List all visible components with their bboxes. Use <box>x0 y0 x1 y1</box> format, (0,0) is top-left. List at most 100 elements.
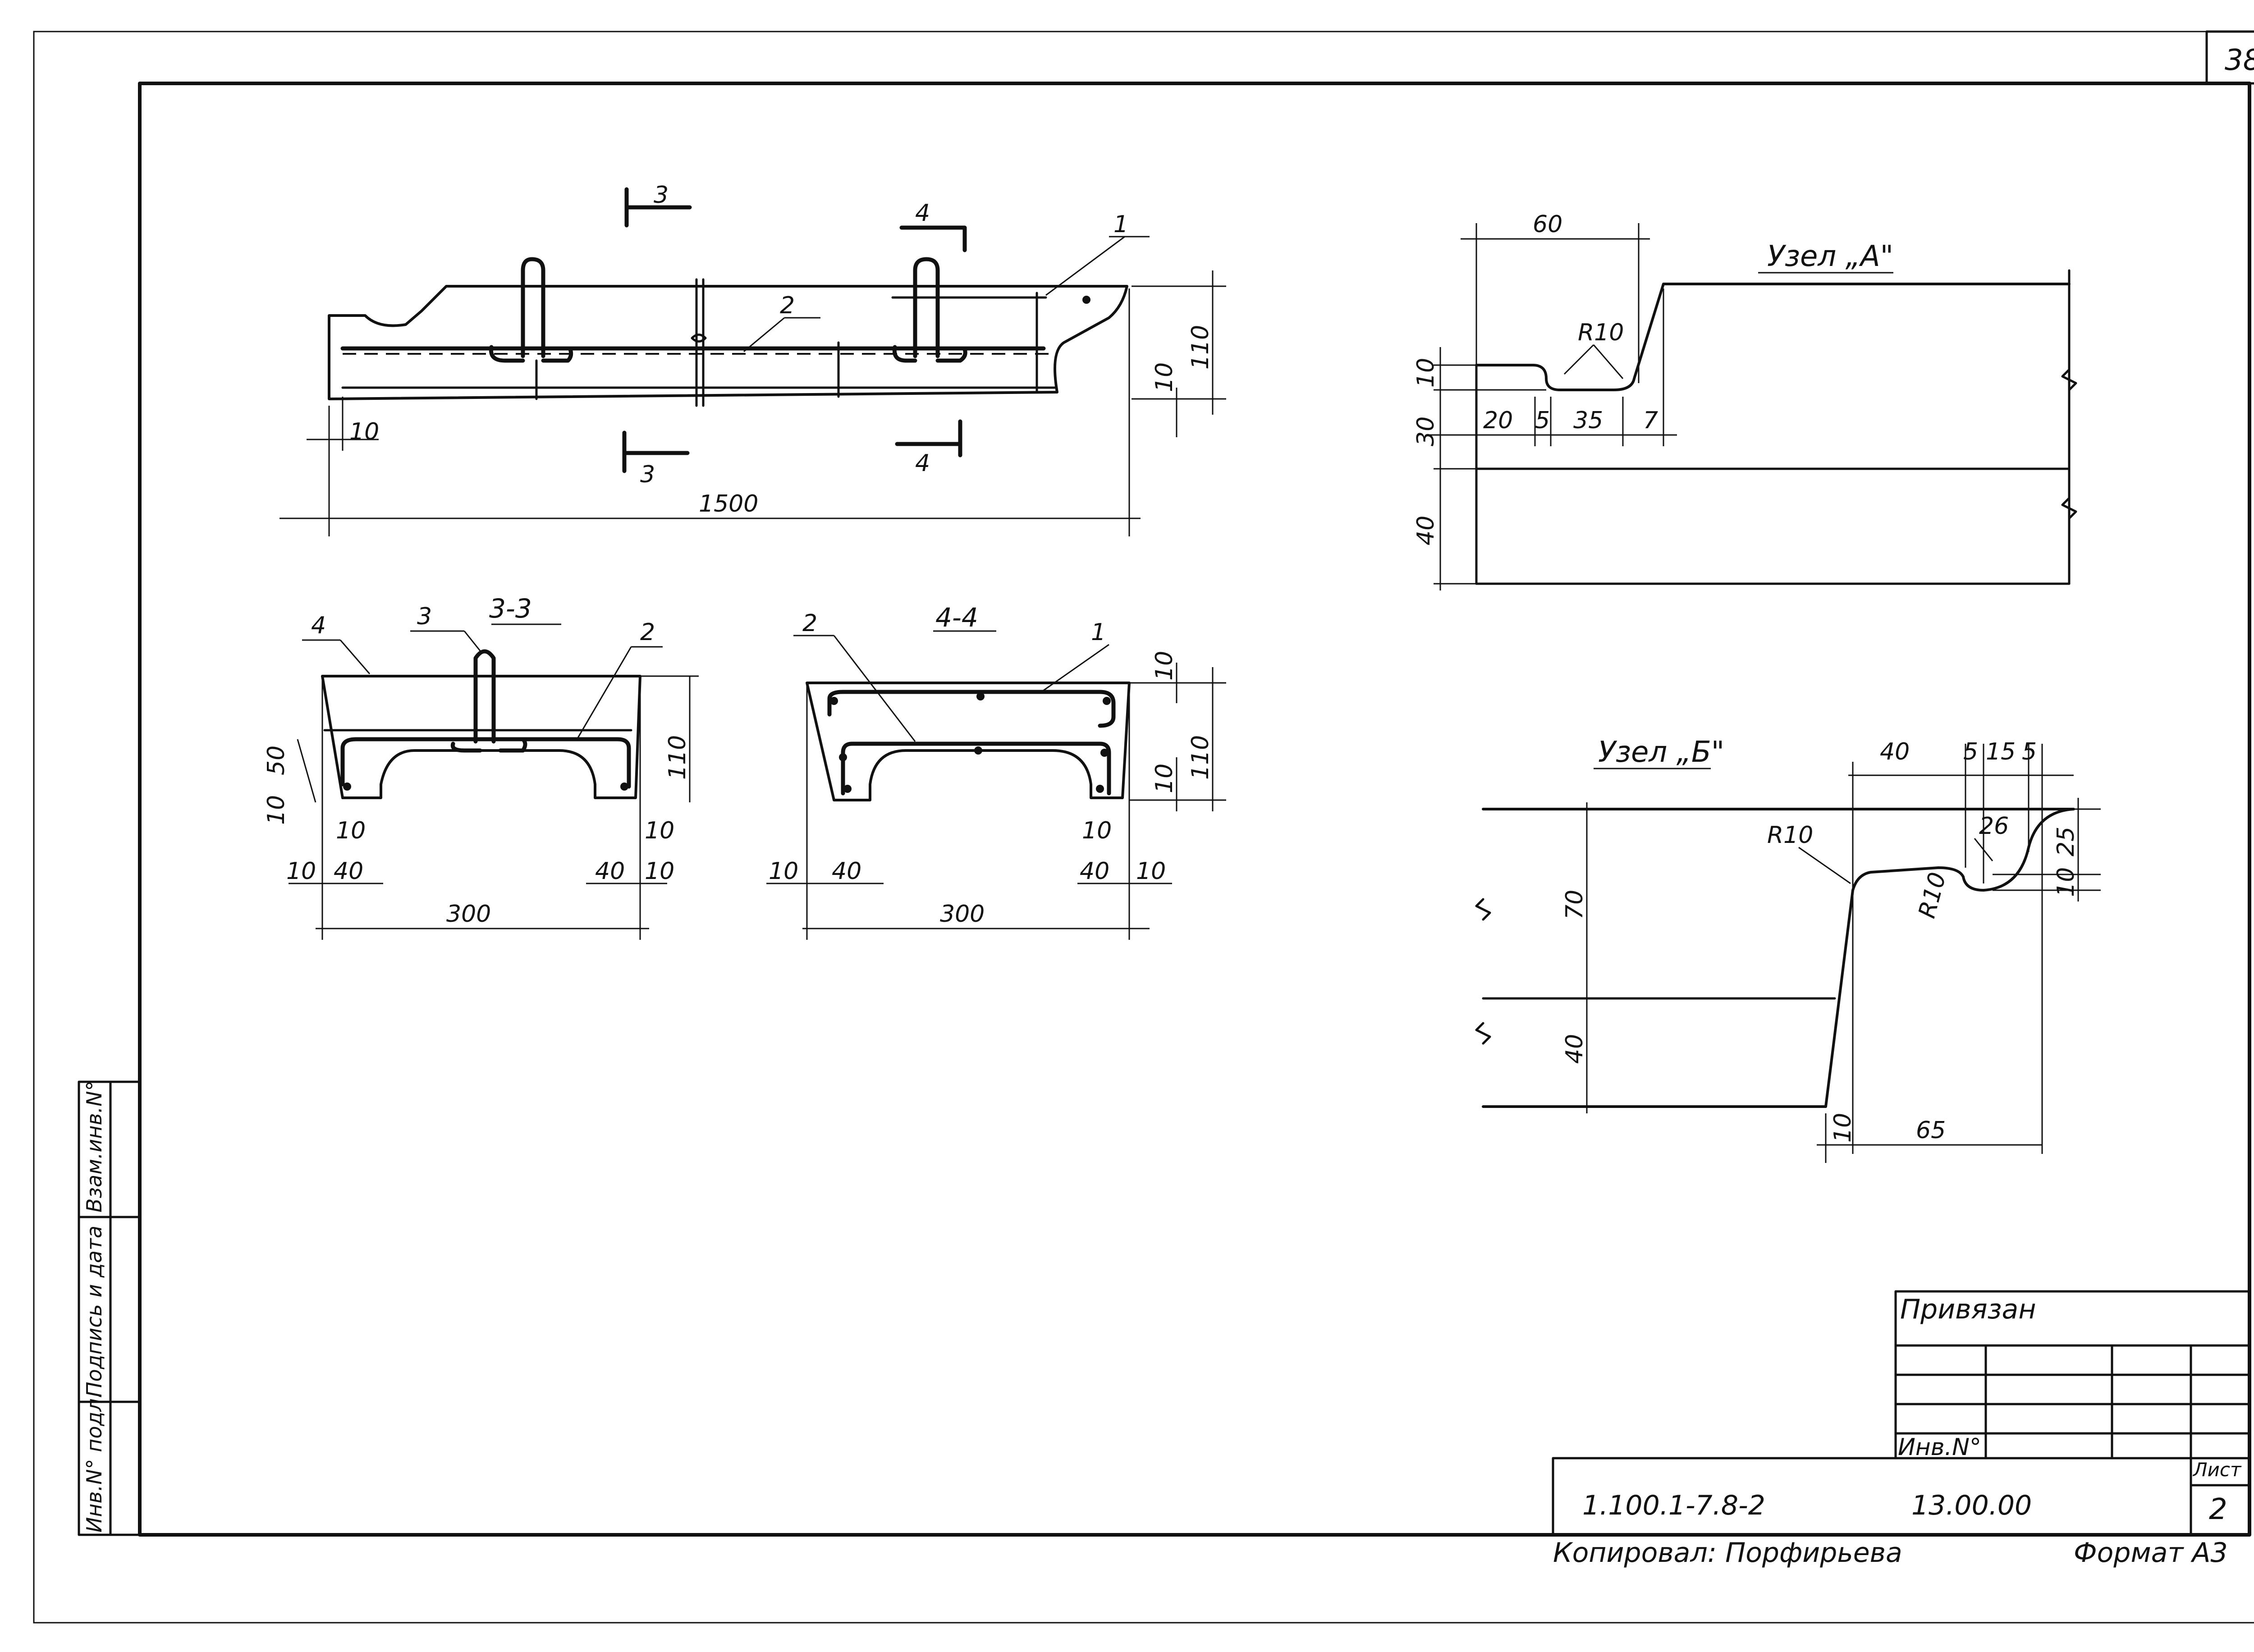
node-a-dim-30: 30 <box>1412 416 1439 446</box>
dim-10-right-s44: 10 <box>1136 858 1166 885</box>
node-b-dim-40-left: 40 <box>1561 1034 1588 1064</box>
dim-height-110-s44: 110 <box>1187 735 1214 780</box>
section-3-label-top: 3 <box>654 182 669 209</box>
format-label: Формат А3 <box>2074 1537 2228 1569</box>
lifting-loop-left <box>489 257 573 363</box>
dim-10-c-s33: 10 <box>645 817 674 844</box>
node-b-dim-40: 40 <box>1880 738 1910 765</box>
dim-40-left-s44: 40 <box>832 858 861 885</box>
dim-10-left-s44: 10 <box>769 858 798 885</box>
section-4-bottom-marker <box>895 419 962 458</box>
node-a-title: Узел „А" <box>1767 240 1893 273</box>
section-4-4-rebar-inner <box>841 741 1111 796</box>
section-4-4-rebar-outer <box>827 690 1116 728</box>
section-3-label-bottom: 3 <box>640 461 655 488</box>
dim-end-10: 10 <box>349 418 379 445</box>
node-b-outline <box>1482 808 2075 1108</box>
node-b-dim-65: 65 <box>1916 1117 1946 1144</box>
node-b-dim-25: 25 <box>2052 827 2080 856</box>
node-a-outline <box>1475 283 2071 391</box>
dim-10-b-s33: 10 <box>286 858 316 885</box>
dim-50-s33: 50 <box>263 746 290 775</box>
section-3-bottom-marker <box>622 430 690 473</box>
callout-2-elevation: 2 <box>780 292 795 319</box>
node-a-dim-60: 60 <box>1533 211 1562 238</box>
node-a-dim-5: 5 <box>1535 407 1550 434</box>
node-a-dim-20: 20 <box>1483 407 1513 434</box>
node-b-radius-outer: R10 <box>1767 822 1813 849</box>
section-4-4-outline <box>806 682 1131 801</box>
dim-width-300-s44: 300 <box>940 901 985 928</box>
dim-10-mid-s44: 10 <box>1151 764 1178 793</box>
sheet-frames <box>33 30 2254 1624</box>
dim-height-110: 110 <box>1187 325 1214 370</box>
section-3-3-loop <box>450 649 527 753</box>
section-4-label-bottom: 4 <box>915 450 930 477</box>
outer-trim-frame <box>33 31 2254 1624</box>
sheet-number: 2 <box>2209 1493 2227 1526</box>
section-3-3-view <box>289 623 699 940</box>
node-b-view <box>1475 744 2101 1163</box>
dim-10-a-s44: 10 <box>1082 817 1112 844</box>
title-block <box>1552 1290 2251 1536</box>
dim-10-top-s44: 10 <box>1151 651 1178 681</box>
side-stamp-sign-date: Подпись и дата <box>82 1226 106 1397</box>
node-b-dim-5-left: 5 <box>1963 738 1978 765</box>
node-a-dim-40: 40 <box>1412 516 1439 545</box>
dim-10-d-s33: 10 <box>645 858 674 885</box>
callout-1-section-4-4: 1 <box>1091 619 1106 646</box>
callout-3-section-3-3: 3 <box>417 603 432 630</box>
title-block-main <box>1552 1457 2251 1536</box>
dim-40-right-s33: 40 <box>595 858 625 885</box>
side-stamp <box>78 1080 141 1536</box>
section-4-4-title: 4-4 <box>935 602 978 633</box>
node-b-radius-inner: R10 <box>1914 869 1952 921</box>
node-a-dim-10: 10 <box>1412 358 1439 388</box>
dim-40-left-s33: 40 <box>334 858 363 885</box>
node-b-dim-10: 10 <box>2052 867 2080 897</box>
section-3-3-outline <box>321 675 641 799</box>
elevation-outline <box>328 285 1128 400</box>
dim-length-1500: 1500 <box>699 490 758 517</box>
node-b-dim-15: 15 <box>1986 738 2016 765</box>
section-4-top-marker <box>899 225 967 252</box>
section-3-3-rebar <box>340 737 631 789</box>
page-number: 38 <box>2225 44 2254 77</box>
date-code: 13.00.00 <box>1911 1490 2032 1521</box>
node-b-dim-10-bottom: 10 <box>1829 1113 1856 1143</box>
side-stamp-vzam-inv: Взам.инв.N° <box>82 1080 106 1213</box>
elevation-view <box>279 187 1226 536</box>
lifting-loop-right <box>892 257 967 363</box>
dim-40-right-s44: 40 <box>1080 858 1109 885</box>
section-4-label-top: 4 <box>915 200 930 227</box>
node-b-title: Узел „Б" <box>1598 736 1724 769</box>
node-a-dim-7: 7 <box>1643 407 1658 434</box>
inv-label: Инв.N° <box>1898 1434 1981 1461</box>
node-a-view <box>1427 223 2077 590</box>
dim-10-a-s33: 10 <box>336 817 366 844</box>
copied-by: Копировал: Порфирьева <box>1553 1537 1902 1569</box>
node-a-dim-35: 35 <box>1573 407 1603 434</box>
section-3-3-title: 3-3 <box>489 593 532 624</box>
node-a-radius: R10 <box>1578 319 1624 346</box>
node-b-dim-5-right: 5 <box>2022 738 2037 765</box>
bound-label: Привязан <box>1900 1294 2036 1325</box>
page-number-box <box>2205 30 2254 85</box>
dim-width-300-s33: 300 <box>446 901 491 928</box>
callout-4-section-3-3: 4 <box>311 612 326 639</box>
section-4-4-view <box>766 630 1226 940</box>
sheet-label: Лист <box>2192 1459 2242 1481</box>
callout-2-section-4-4: 2 <box>802 610 817 637</box>
section-3-top-marker <box>624 187 692 228</box>
doc-code: 1.100.1-7.8-2 <box>1582 1490 1765 1521</box>
node-b-dim-26: 26 <box>1979 813 2009 840</box>
callout-2-section-3-3: 2 <box>640 619 655 646</box>
drawing-border <box>138 82 2251 1537</box>
side-stamp-inv-podl: Инв.N° подл. <box>82 1392 106 1533</box>
dim-bottom-10: 10 <box>1151 362 1178 392</box>
node-b-dim-70: 70 <box>1561 890 1588 920</box>
dim-10-left-s33: 10 <box>263 795 290 825</box>
callout-1-elevation: 1 <box>1113 211 1128 238</box>
dim-height-110-s33: 110 <box>664 735 691 780</box>
